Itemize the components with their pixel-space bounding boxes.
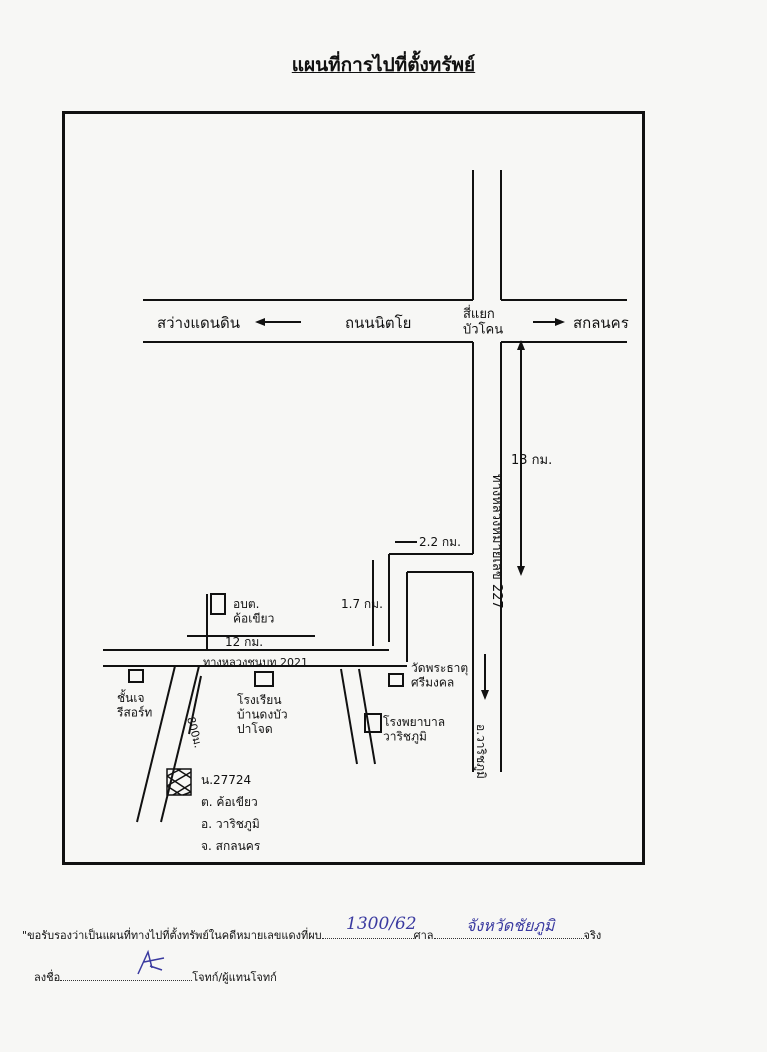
diagonal-road-right <box>160 665 200 823</box>
hospital-building <box>364 713 382 733</box>
signature-line: ลงชื่อ โจทก์/ผู้แทนโจทก์ <box>34 968 277 986</box>
arrow-east-head <box>555 318 565 326</box>
route-map: สว่างแดนดิน ถนนนิตโย สี่แยกบัวโคน สกลนคร… <box>103 170 629 853</box>
label-property-province: จ. สกลนคร <box>201 839 261 853</box>
signature-mark <box>137 949 165 975</box>
court-label: ศาล <box>413 929 434 942</box>
certify-line: "ขอรับรองว่าเป็นแผนที่ทางไปที่ตั้งทรัพย์… <box>22 929 602 942</box>
dim-13km-bottom <box>517 566 525 576</box>
label-east-destination: สกลนคร <box>573 314 629 332</box>
label-1-7km: 1.7 กม. <box>341 597 383 611</box>
certify-prefix: ขอรับรองว่าเป็นแผนที่ทางไปที่ตั้งทรัพย์ใ… <box>27 929 322 942</box>
label-property-deed: น.27724 <box>201 773 251 787</box>
label-hospital: โรงพยาบาลวาริชภูมิ <box>383 715 445 744</box>
side-road-left <box>340 668 358 765</box>
case-number: 1300/62 <box>346 914 417 934</box>
side-road-right <box>358 668 376 765</box>
property-parcel <box>166 768 192 796</box>
school-building <box>254 671 274 687</box>
resort-building <box>128 669 144 683</box>
label-property-amphoe: อ. วาริชภูมิ <box>201 817 260 832</box>
arrow-west-head <box>255 318 265 326</box>
label-temple: วัดพระธาตุศรีมงคล <box>411 661 468 689</box>
dim-13km-top <box>517 340 525 350</box>
label-resort: ชั้นเจรีสอร์ท <box>116 689 152 719</box>
label-highway: ทางหลวงหมายเลข 227 <box>489 474 504 609</box>
label-school: โรงเรียนบ้านดงบัวปาโจด <box>237 693 288 736</box>
sign-role: โจทก์/ผู้แทนโจทก์ <box>192 971 277 984</box>
arrow-south-head <box>481 690 489 700</box>
label-road-main: ถนนนิตโย <box>345 314 411 332</box>
label-12km: 12 กม. <box>225 635 263 649</box>
label-direction-south: อ.วาริชภูมิ <box>473 724 488 779</box>
label-13km: 13 กม. <box>511 453 552 468</box>
label-west-destination: สว่างแดนดิน <box>157 314 240 332</box>
temple-building <box>388 673 404 687</box>
label-800m: 800ม. <box>184 715 205 749</box>
label-rural-road: ทางหลวงชนบท 2021 <box>203 656 308 669</box>
arrow-800m <box>188 675 202 735</box>
label-junction: สี่แยกบัวโคน <box>463 305 503 338</box>
court-name: จังหวัดชัยภูมิ <box>466 916 555 935</box>
label-property-tambon: ต. ค้อเขียว <box>201 795 258 809</box>
page-title: แผนที่การไปที่ตั้งทรัพย์ <box>291 54 476 76</box>
certify-suffix: จริง <box>583 929 602 942</box>
map-frame: สว่างแดนดิน ถนนนิตโย สี่แยกบัวโคน สกลนคร… <box>62 111 645 865</box>
label-2-2km: 2.2 กม. <box>419 535 461 549</box>
diagonal-road-left <box>136 665 176 823</box>
flag <box>210 593 226 615</box>
sign-label: ลงชื่อ <box>34 971 61 984</box>
label-tambon-office: อบต.ค้อเขียว <box>233 597 274 625</box>
